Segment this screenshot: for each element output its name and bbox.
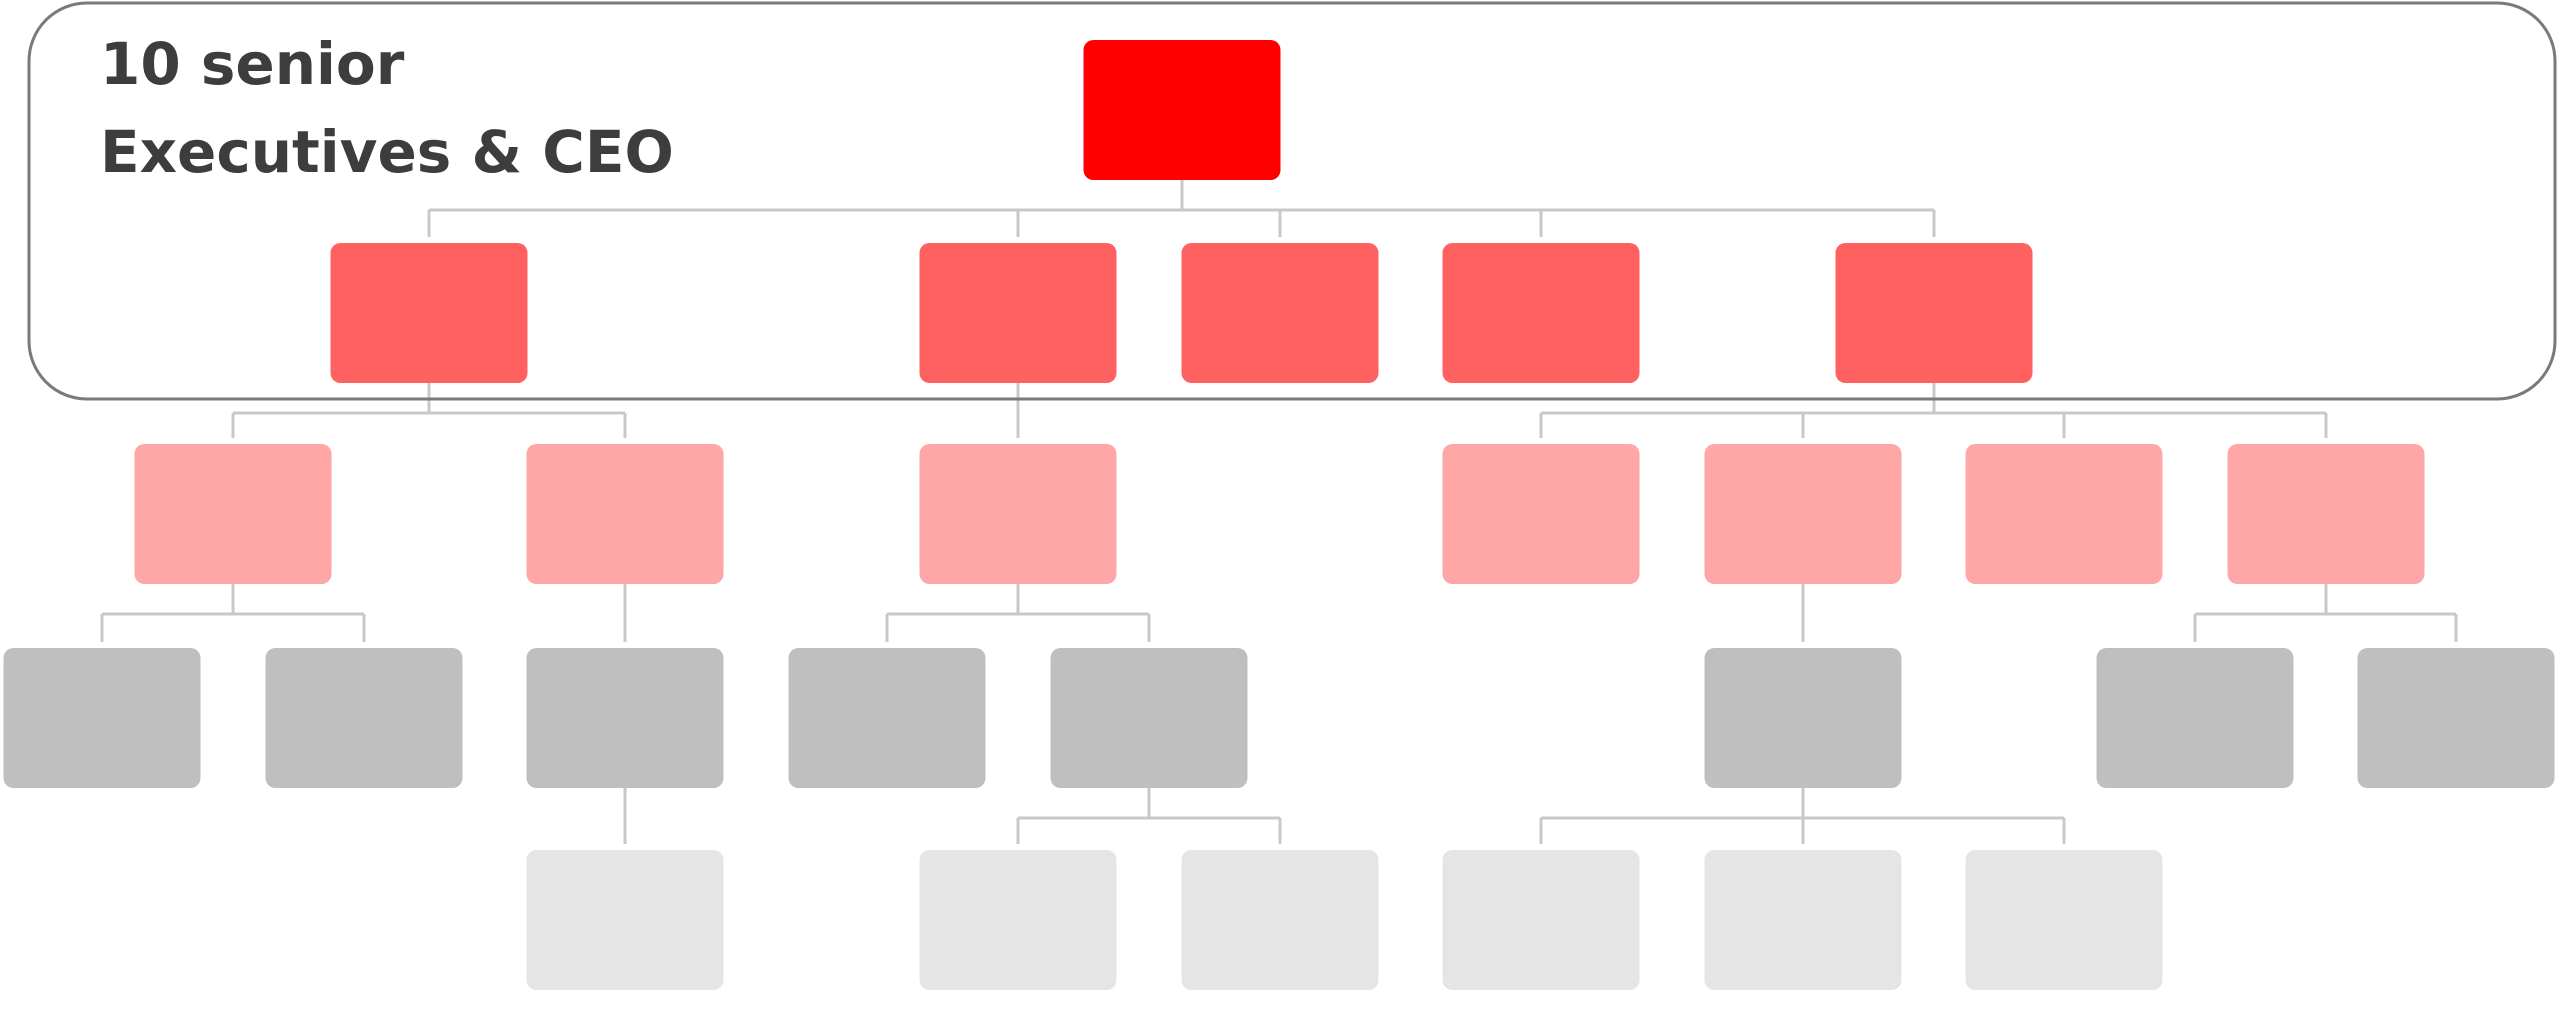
org-box-mgr-1 — [134, 444, 332, 584]
org-box-junior-1 — [526, 850, 724, 990]
org-box-staff-2 — [265, 648, 463, 788]
highlight-label-line2: Executives & CEO — [100, 118, 674, 186]
org-box-mgr-7 — [2227, 444, 2425, 584]
org-box-ceo — [1083, 40, 1281, 180]
org-boxes — [3, 40, 2555, 990]
org-box-mgr-3 — [919, 444, 1117, 584]
org-box-staff-1 — [3, 648, 201, 788]
org-box-staff-5 — [1050, 648, 1248, 788]
org-box-exec-5 — [1835, 243, 2033, 383]
org-box-exec-1 — [330, 243, 528, 383]
org-box-junior-4 — [1442, 850, 1640, 990]
org-box-exec-4 — [1442, 243, 1640, 383]
senior-executives-highlight — [27, 1, 2557, 401]
org-box-staff-7 — [2096, 648, 2294, 788]
org-box-mgr-5 — [1704, 444, 1902, 584]
org-box-staff-8 — [2357, 648, 2555, 788]
org-box-mgr-6 — [1965, 444, 2163, 584]
org-box-staff-6 — [1704, 648, 1902, 788]
org-box-staff-4 — [788, 648, 986, 788]
org-box-exec-2 — [919, 243, 1117, 383]
org-box-mgr-2 — [526, 444, 724, 584]
org-box-junior-3 — [1181, 850, 1379, 990]
org-box-exec-3 — [1181, 243, 1379, 383]
org-box-junior-5 — [1704, 850, 1902, 990]
org-box-staff-3 — [526, 648, 724, 788]
org-box-mgr-4 — [1442, 444, 1640, 584]
highlight-label-line1: 10 senior — [100, 30, 405, 98]
org-box-junior-6 — [1965, 850, 2163, 990]
org-box-junior-2 — [919, 850, 1117, 990]
connector-lines — [100, 180, 2458, 844]
